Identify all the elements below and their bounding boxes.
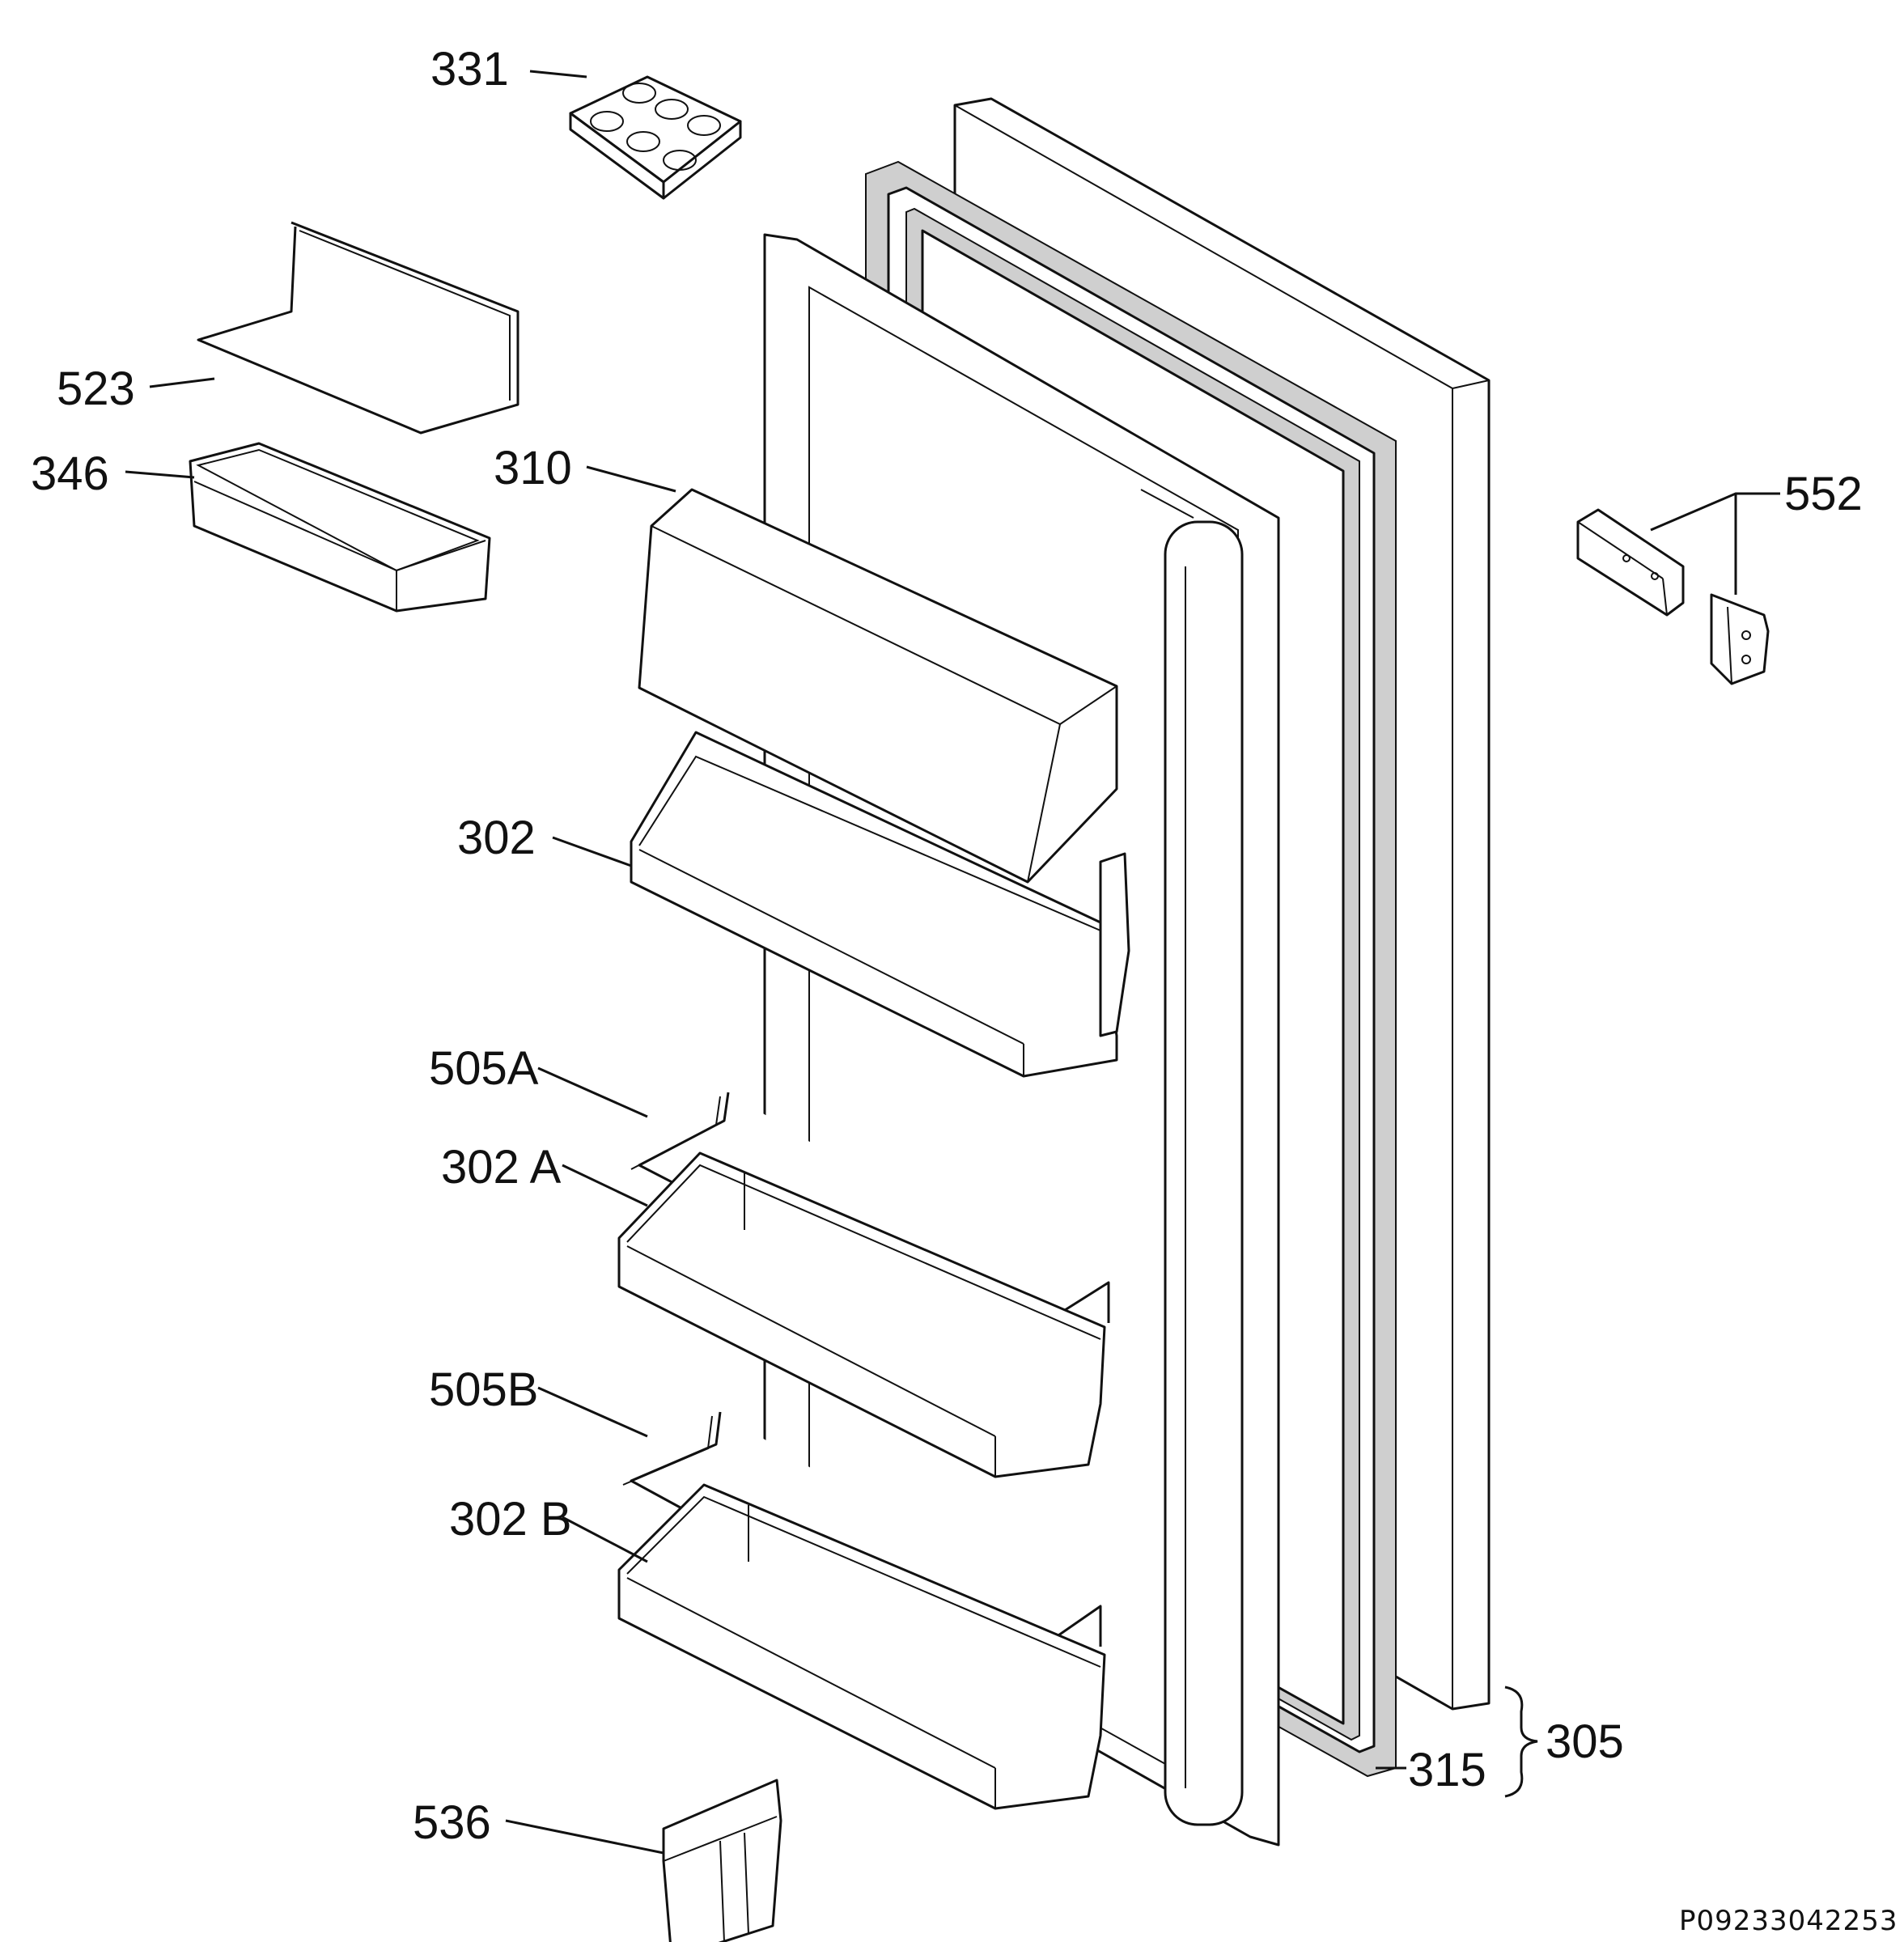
label-302b: 302 B [449,1493,572,1546]
door-shelf-302a [617,1151,1106,1478]
wire-rail-523 [197,221,519,435]
divider-536 [662,1779,782,1942]
label-536: 536 [413,1796,491,1849]
label-523: 523 [57,363,135,415]
leader-302a [562,1164,648,1207]
door-shelf-302b [617,1483,1106,1810]
label-505a: 505A [429,1042,539,1095]
label-315: 315 [1408,1744,1486,1796]
brace-305 [1504,1685,1538,1798]
label-346: 346 [31,447,109,500]
label-552: 552 [1784,468,1863,520]
label-310: 310 [494,442,572,494]
egg-tray-331 [569,75,742,200]
label-302: 302 [457,812,536,864]
leader-505a [537,1066,648,1118]
leader-536 [505,1819,664,1855]
document-code: P09233042253 [1679,1905,1898,1937]
door-shelf-302 [630,731,1130,1078]
label-331: 331 [430,43,509,95]
hinge-552 [1576,508,1770,685]
leader-331 [529,70,587,78]
leader-302 [552,836,632,867]
leader-302b [562,1516,648,1563]
leader-346 [125,470,195,479]
leader-505b [537,1386,648,1438]
leader-523 [149,377,215,388]
dairy-lid-310 [638,488,1118,884]
label-305: 305 [1546,1715,1624,1768]
container-346 [189,442,491,613]
leader-310 [586,465,676,493]
leader-552 [1650,492,1780,532]
label-302a: 302 A [441,1141,562,1194]
label-505b: 505B [429,1363,538,1416]
